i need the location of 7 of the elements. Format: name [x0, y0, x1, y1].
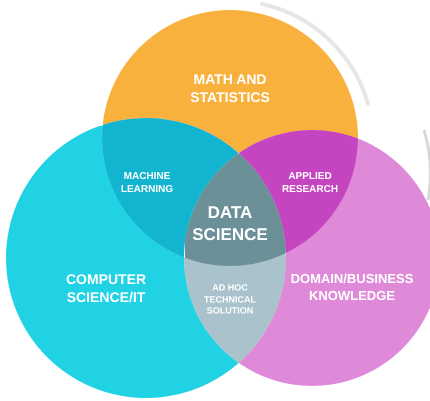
- region-label: COMPUTER SCIENCE/IT: [64, 270, 148, 306]
- region-label: DOMAIN/BUSINESS KNOWLEDGE: [290, 271, 414, 305]
- region-label: MACHINE LEARNING: [120, 170, 174, 196]
- region-label: APPLIED RESEARCH: [280, 170, 340, 196]
- region-label: DATA SCIENCE: [191, 202, 269, 246]
- region-label: MATH AND STATISTICS: [189, 70, 271, 106]
- region-label: AD HOC TECHNICAL SOLUTION: [203, 282, 257, 318]
